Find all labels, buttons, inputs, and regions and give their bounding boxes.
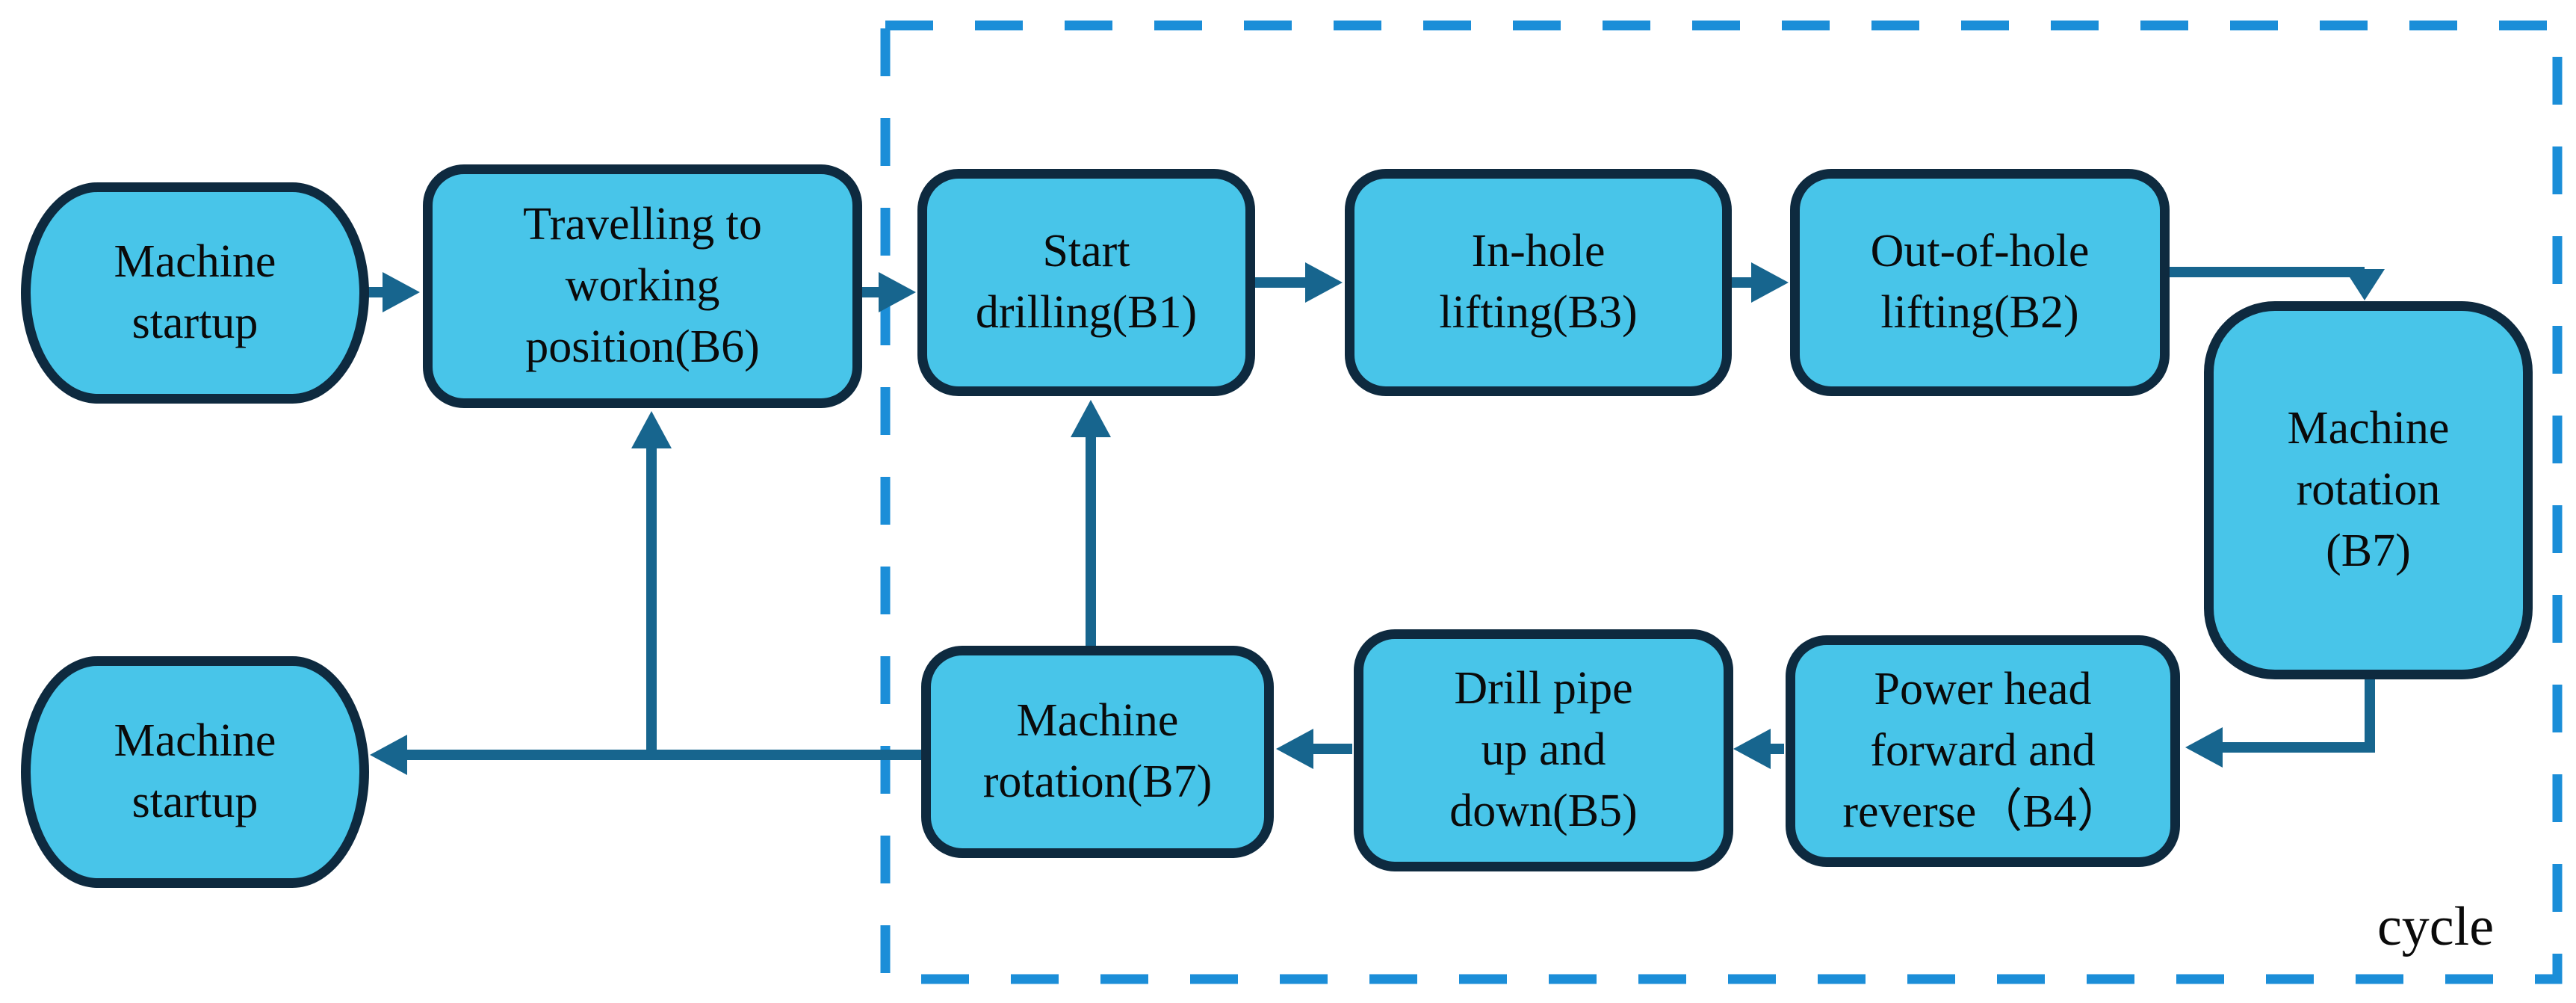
node-machine-rotation-b7-right: Machine rotation (B7) [2204,301,2533,679]
node-start-drilling-b1-label: Start drilling(B1) [975,226,1198,338]
node-power-head-forward-reverse-b4-label: Power head forward and reverse（B4） [1842,664,2123,837]
arrow-startup-to-b6 [366,272,420,312]
arrow-b7-bottom-to-startup [370,735,921,775]
node-drill-pipe-up-down-b5-label: Drill pipe up and down(B5) [1449,663,1638,836]
node-in-hole-lifting-b3: In-hole lifting(B3) [1345,169,1732,396]
arrow-b2-to-b7-right [2169,267,2385,300]
node-machine-startup-top-label: Machine startup [114,236,276,348]
node-out-of-hole-lifting-b2: Out-of-hole lifting(B2) [1790,169,2170,396]
arrow-b6-to-b1 [862,272,916,312]
arrow-b3-to-b2 [1732,262,1789,303]
node-machine-startup-top: Machine startup [21,182,369,404]
node-travelling-to-working-position-b6-label: Travelling to working position(B6) [523,199,762,372]
node-machine-rotation-b7-bottom: Machine rotation(B7) [921,646,1274,858]
arrow-b4-to-b5 [1733,729,1784,769]
arrow-b7-bottom-to-b6 [631,411,672,755]
cycle-region-label: cycle [2377,896,2495,957]
arrow-b1-to-b3 [1255,262,1343,303]
node-machine-startup-bottom: Machine startup [21,656,369,888]
arrow-b7-bottom-to-b1 [1071,400,1111,646]
node-travelling-to-working-position-b6: Travelling to working position(B6) [423,164,862,408]
node-in-hole-lifting-b3-label: In-hole lifting(B3) [1439,226,1638,338]
node-drill-pipe-up-down-b5: Drill pipe up and down(B5) [1354,629,1733,871]
node-machine-rotation-b7-bottom-label: Machine rotation(B7) [982,695,1213,807]
arrow-b7-right-to-b4 [2185,677,2375,768]
node-machine-startup-bottom-label: Machine startup [114,715,276,827]
node-out-of-hole-lifting-b2-label: Out-of-hole lifting(B2) [1870,226,2090,338]
node-machine-rotation-b7-right-label: Machine rotation (B7) [2287,403,2450,576]
node-start-drilling-b1: Start drilling(B1) [917,169,1255,396]
node-power-head-forward-reverse-b4: Power head forward and reverse（B4） [1786,635,2180,867]
arrow-b5-to-b7-bottom [1276,729,1352,769]
